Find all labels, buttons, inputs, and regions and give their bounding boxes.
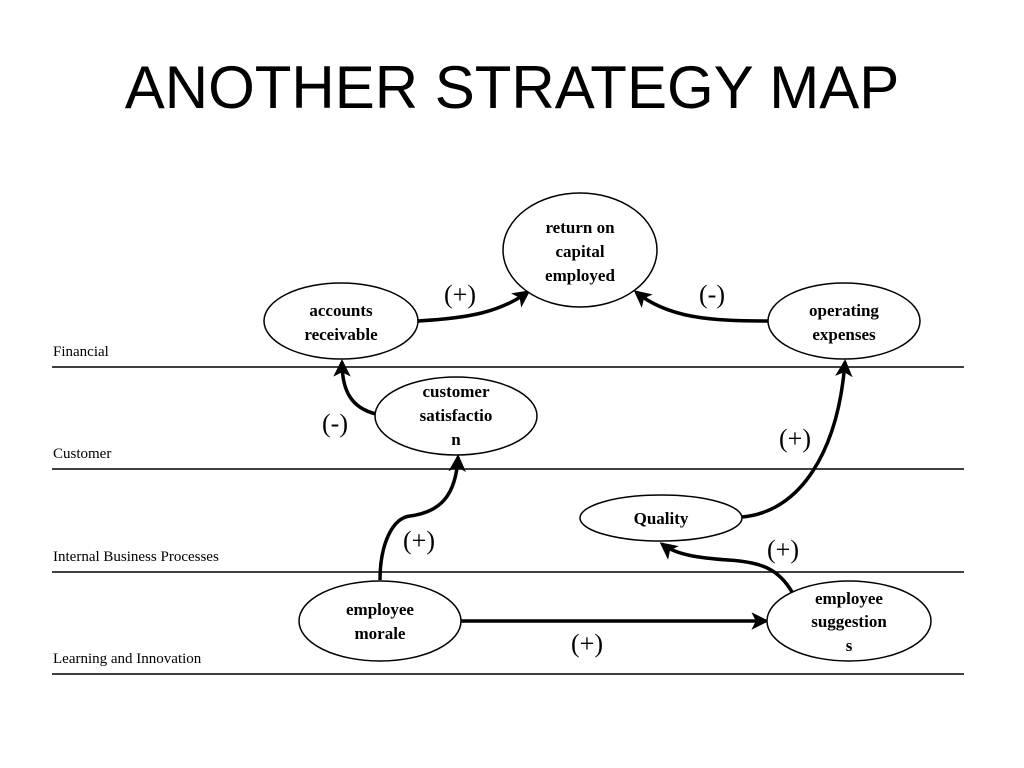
node-label-line: n (451, 430, 461, 449)
node-label-line: employee (346, 600, 414, 619)
node-label-line: morale (355, 624, 406, 643)
node-label-line: suggestion (811, 612, 887, 631)
edge-sign-quality-to-operating-expenses: (+) (779, 424, 811, 453)
lane-label-customer: Customer (53, 446, 111, 462)
edge-customer-satisfaction-to-accounts-receivable (333, 359, 377, 416)
edge-employee-suggestions-to-quality (659, 542, 794, 593)
lane-label-internal-business-processes: Internal Business Processes (53, 549, 219, 565)
node-operating-expenses: operating expenses (767, 282, 921, 360)
node-return-on-capital-employed: return on capital employed (502, 192, 658, 308)
edge-sign-employee-suggestions-to-quality: (+) (767, 535, 799, 564)
lane-label-learning-and-innovation: Learning and Innovation (53, 651, 202, 667)
edge-quality-to-operating-expenses (741, 359, 853, 519)
edge-sign-employee-morale-to-customer-satisfaction: (+) (403, 526, 435, 555)
node-label-line: return on (545, 218, 615, 237)
slide-title: ANOTHER STRATEGY MAP (124, 54, 900, 121)
node-customer-satisfaction: customer satisfactio n (374, 376, 538, 456)
node-accounts-receivable: accounts receivable (263, 282, 419, 360)
node-label-line: employee (815, 589, 883, 608)
node-quality: Quality (579, 494, 743, 542)
node-label-line: accounts (309, 301, 373, 320)
edge-sign-accounts-receivable-to-roce: (+) (444, 280, 476, 309)
node-label-line: customer (422, 382, 489, 401)
edge-accounts-receivable-to-roce (417, 290, 531, 323)
node-employee-suggestions: employee suggestion s (766, 580, 932, 662)
edge-sign-customer-satisfaction-to-accounts-receivable: (-) (322, 409, 348, 438)
edge-employee-morale-to-customer-satisfaction (378, 454, 466, 581)
edge-sign-operating-expenses-to-roce: (-) (699, 280, 725, 309)
node-label-line: s (846, 636, 853, 655)
node-label-line: capital (555, 242, 604, 261)
node-label-line: receivable (304, 325, 378, 344)
edge-operating-expenses-to-roce (633, 290, 769, 323)
node-label-line: operating (809, 301, 879, 320)
node-label-line: satisfactio (420, 406, 493, 425)
lane-label-financial: Financial (53, 344, 109, 360)
node-label-line: employed (545, 266, 615, 285)
node-employee-morale: employee morale (298, 580, 462, 662)
node-label-line: Quality (634, 509, 689, 528)
edge-sign-employee-morale-to-employee-suggestions: (+) (571, 629, 603, 658)
node-label-line: expenses (812, 325, 876, 344)
